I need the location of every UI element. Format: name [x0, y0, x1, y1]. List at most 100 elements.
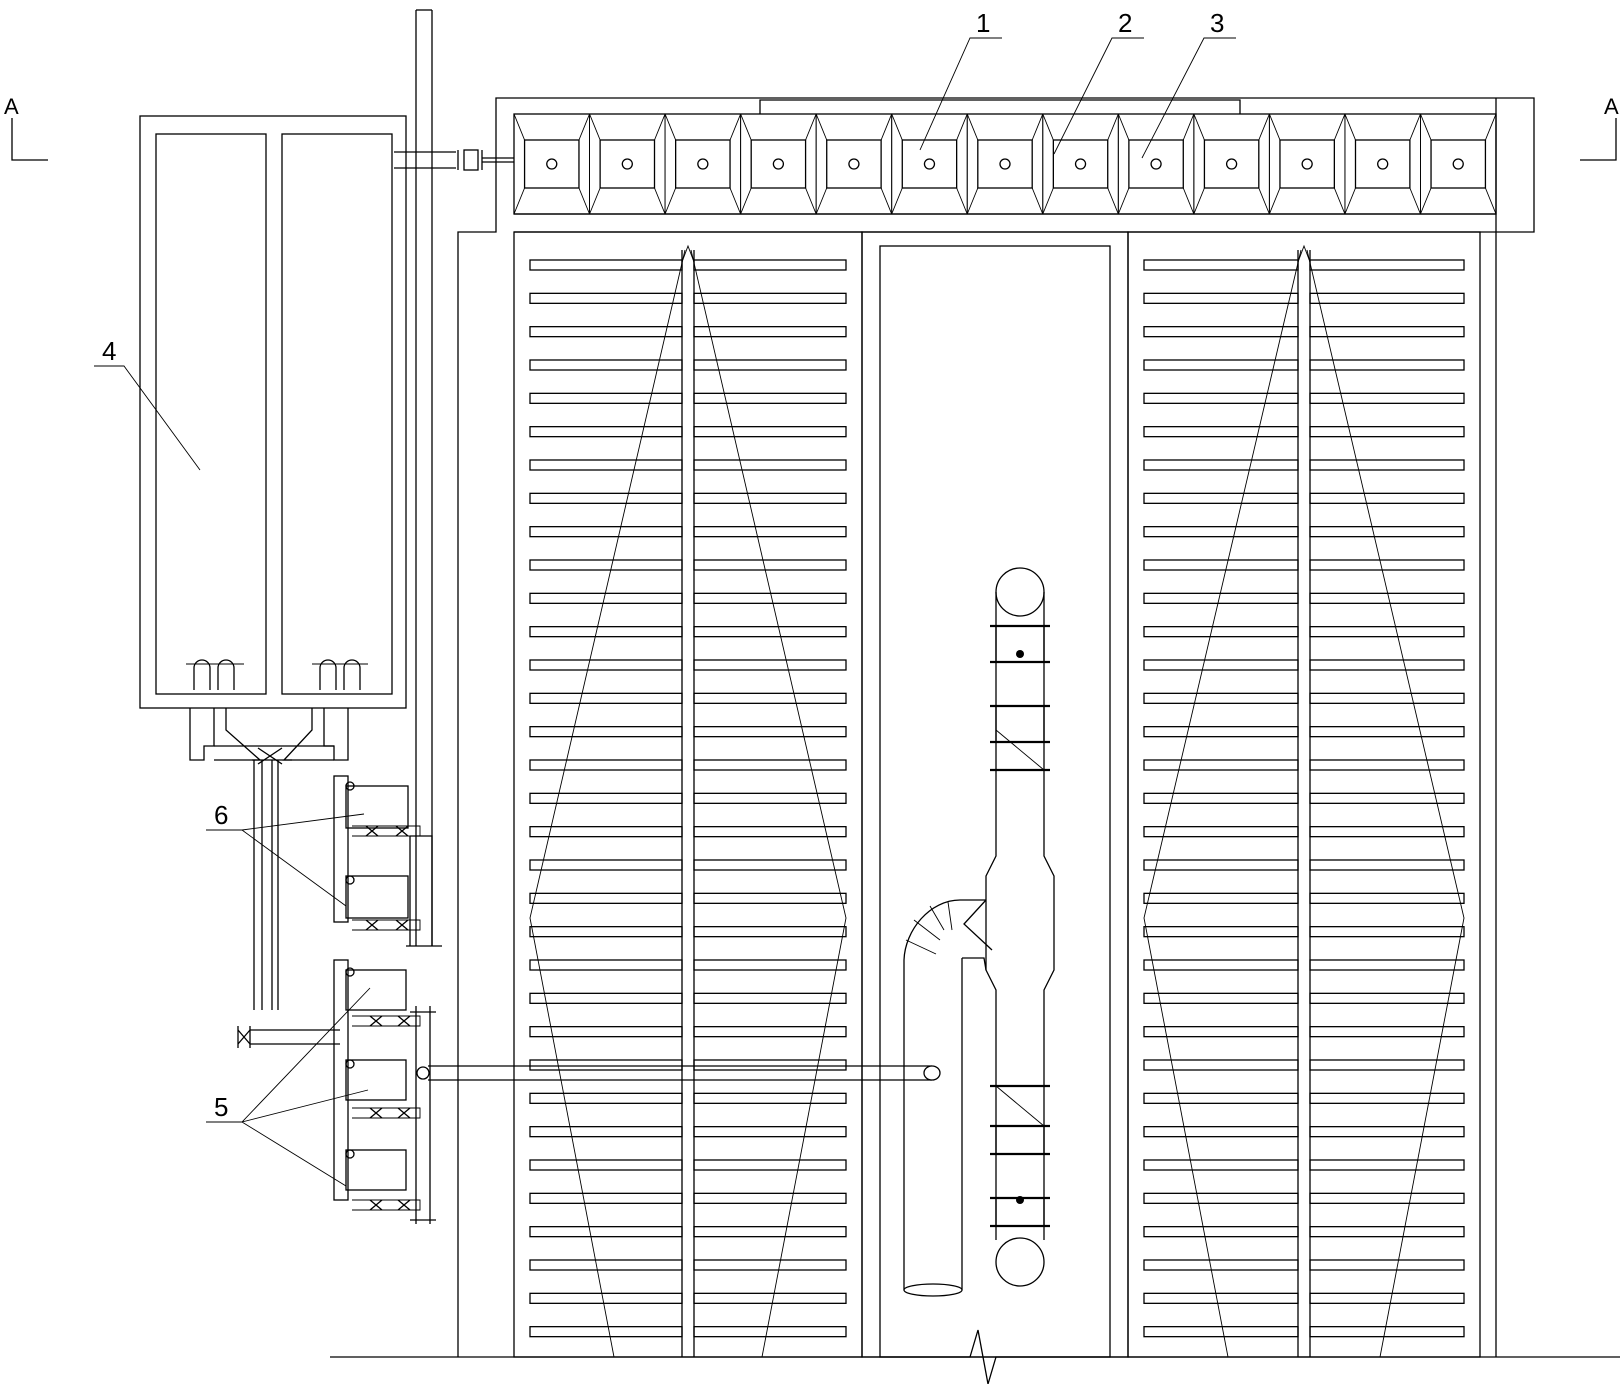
louver-slat: [529, 726, 683, 738]
louver-slat: [1143, 759, 1299, 771]
louver-slat: [1309, 526, 1465, 538]
callout-label-6: 6: [214, 800, 228, 830]
louver-slat: [529, 659, 683, 671]
section-mark-right: A: [1580, 94, 1619, 161]
section-label-left: A: [4, 94, 19, 119]
louver-slat: [1143, 1326, 1299, 1338]
louver-slat: [1309, 726, 1465, 738]
louver-slat: [693, 1159, 847, 1171]
louver-slat: [1309, 826, 1465, 838]
header-module: [1344, 113, 1421, 215]
header-module: [1268, 113, 1346, 215]
louver-slat: [1143, 1292, 1299, 1304]
louver-slat: [693, 692, 847, 704]
louver-slat: [529, 526, 683, 538]
pump-group-5: [237, 959, 436, 1224]
louver-slat: [1309, 1192, 1465, 1204]
louver-slat: [693, 559, 847, 571]
louver-slat: [1143, 492, 1299, 504]
louver-slat: [529, 392, 683, 404]
louver-slat: [1143, 1092, 1299, 1104]
louver-slat: [693, 626, 847, 638]
louver-slat: [1143, 892, 1299, 904]
louver-slat: [1143, 1126, 1299, 1138]
tank-4: [139, 115, 407, 709]
louver-slat: [693, 1126, 847, 1138]
louver-slat: [1309, 1059, 1465, 1071]
louver-slat: [1309, 259, 1465, 271]
louver-slat: [693, 292, 847, 304]
louver-slat: [1143, 292, 1299, 304]
louver-slat: [529, 426, 683, 438]
louver-slat: [1309, 1292, 1465, 1304]
louver-slat: [693, 926, 847, 938]
louver-slat: [1309, 959, 1465, 971]
louver-slat: [1309, 459, 1465, 471]
header-module: [1420, 113, 1497, 215]
louver-slat: [693, 1059, 847, 1071]
louver-slat: [1143, 726, 1299, 738]
louver-slat: [1309, 559, 1465, 571]
header-module: [966, 113, 1044, 215]
louver-slat: [529, 759, 683, 771]
center-bay: [861, 231, 1129, 1358]
louver-slat: [529, 259, 683, 271]
louver-slat: [693, 859, 847, 871]
louver-slat: [1143, 659, 1299, 671]
header-module-row: [513, 99, 1497, 215]
louver-slat: [1143, 1259, 1299, 1271]
louver-slat: [1143, 859, 1299, 871]
section-mark-left: A: [4, 94, 48, 161]
louver-slat: [1143, 526, 1299, 538]
louver-slat: [529, 626, 683, 638]
louver-panel-left: [513, 231, 863, 1358]
horizontal-pipe: [428, 1065, 941, 1081]
louver-slat: [1309, 1259, 1465, 1271]
louver-slat: [529, 1259, 683, 1271]
header-module: [589, 113, 666, 215]
louver-slat: [1309, 426, 1465, 438]
louver-slat: [1309, 1026, 1465, 1038]
louver-slat: [1143, 426, 1299, 438]
vertical-duct: [903, 567, 1055, 1297]
louver-slat: [1309, 759, 1465, 771]
louver-slat: [1309, 592, 1465, 604]
header-module: [815, 113, 893, 215]
louver-slat: [529, 826, 683, 838]
louver-slat: [1309, 1326, 1465, 1338]
louver-slat: [1143, 826, 1299, 838]
louver-slat: [1309, 1126, 1465, 1138]
louver-slat: [1143, 459, 1299, 471]
louver-slat: [1309, 792, 1465, 804]
callout-leaders: [94, 37, 1236, 1187]
louver-slat: [529, 1059, 683, 1071]
louver-slat: [693, 792, 847, 804]
louver-slat: [1309, 1226, 1465, 1238]
louver-slat: [1143, 926, 1299, 938]
louver-slat: [1143, 792, 1299, 804]
callout-label-3: 3: [1210, 8, 1224, 38]
louver-slat: [693, 1192, 847, 1204]
louver-slat: [693, 492, 847, 504]
louver-slat: [1309, 692, 1465, 704]
louver-slat: [529, 326, 683, 338]
louver-slat: [1143, 1059, 1299, 1071]
louver-slat: [1143, 1159, 1299, 1171]
louver-slat: [693, 892, 847, 904]
louver-slat: [693, 426, 847, 438]
louver-slat: [529, 1159, 683, 1171]
louver-slat: [529, 692, 683, 704]
louver-slat: [693, 992, 847, 1004]
louver-slat: [529, 792, 683, 804]
louver-slat: [693, 259, 847, 271]
louver-slat: [1309, 326, 1465, 338]
louver-slat: [1143, 259, 1299, 271]
louver-slat: [529, 1126, 683, 1138]
louver-slat: [529, 959, 683, 971]
header-module: [1193, 113, 1270, 215]
callout-label-4: 4: [102, 336, 116, 366]
louver-slat: [693, 1226, 847, 1238]
louver-slat: [693, 959, 847, 971]
callout-label-2: 2: [1118, 8, 1132, 38]
